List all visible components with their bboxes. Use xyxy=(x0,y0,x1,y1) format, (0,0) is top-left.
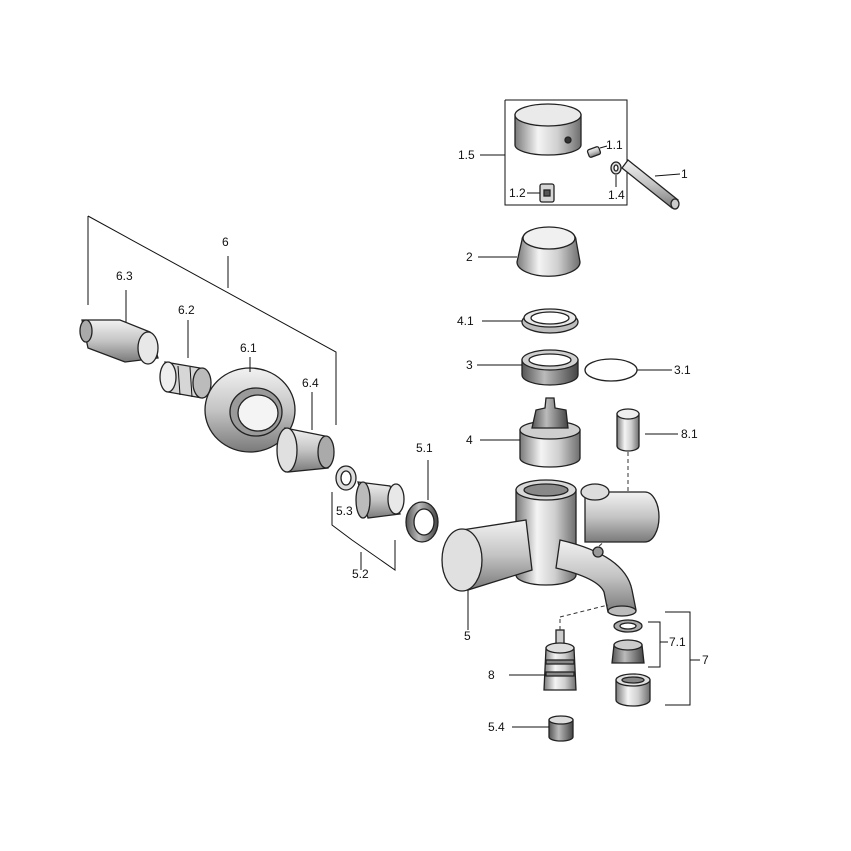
label-5-2: 5.2 xyxy=(352,567,369,581)
label-6-4: 6.4 xyxy=(302,376,319,390)
label-6-1: 6.1 xyxy=(240,341,257,355)
part-3-1-o-ring xyxy=(584,358,672,382)
part-5-2-nipple xyxy=(355,481,405,519)
part-5-1-nut xyxy=(405,460,439,543)
label-3-1: 3.1 xyxy=(674,363,691,377)
label-5-4: 5.4 xyxy=(488,720,505,734)
part-1-2-clip xyxy=(527,183,555,203)
part-1-1-screw xyxy=(586,145,608,158)
part-2-cover xyxy=(478,226,581,277)
label-7-1: 7.1 xyxy=(669,635,686,649)
label-1-2: 1.2 xyxy=(509,186,526,200)
label-6-3: 6.3 xyxy=(116,269,133,283)
label-3: 3 xyxy=(466,358,473,372)
part-6-4-sleeve xyxy=(276,392,335,473)
part-5-3-washer xyxy=(335,465,357,491)
bracket-1-5 xyxy=(480,99,628,206)
part-4-1-ring xyxy=(482,308,579,334)
part-7-aerator-housing xyxy=(615,673,651,707)
part-1-lever-rod xyxy=(621,159,681,210)
bracket-6 xyxy=(87,215,337,425)
part-4-cartridge xyxy=(480,397,581,468)
label-6: 6 xyxy=(222,235,229,249)
label-5: 5 xyxy=(464,629,471,643)
part-5-body xyxy=(441,479,660,630)
label-5-1: 5.1 xyxy=(416,441,433,455)
part-1-4-ring xyxy=(610,161,622,187)
part-6-1-rosette xyxy=(204,357,296,453)
part-5-4-sleeve xyxy=(512,715,574,742)
label-1-1: 1.1 xyxy=(606,138,623,152)
label-4-1: 4.1 xyxy=(457,314,474,328)
label-4: 4 xyxy=(466,433,473,447)
part-8-valve xyxy=(509,604,609,691)
part-6-2-cage xyxy=(159,320,212,399)
part-7-1-aerator xyxy=(611,619,645,664)
label-1-5: 1.5 xyxy=(458,148,475,162)
bracket-7-1 xyxy=(648,621,668,668)
bracket-7 xyxy=(665,611,700,706)
label-1-4: 1.4 xyxy=(608,188,625,202)
part-1-5-handle-cap xyxy=(514,103,582,156)
label-8: 8 xyxy=(488,668,495,682)
label-1: 1 xyxy=(681,167,688,181)
part-6-3-extension xyxy=(79,290,159,365)
label-8-1: 8.1 xyxy=(681,427,698,441)
part-3-nut xyxy=(477,349,579,386)
label-5-3: 5.3 xyxy=(336,504,353,518)
label-2: 2 xyxy=(466,250,473,264)
bracket-5-2 xyxy=(331,492,396,571)
label-7: 7 xyxy=(702,653,709,667)
label-6-2: 6.2 xyxy=(178,303,195,317)
